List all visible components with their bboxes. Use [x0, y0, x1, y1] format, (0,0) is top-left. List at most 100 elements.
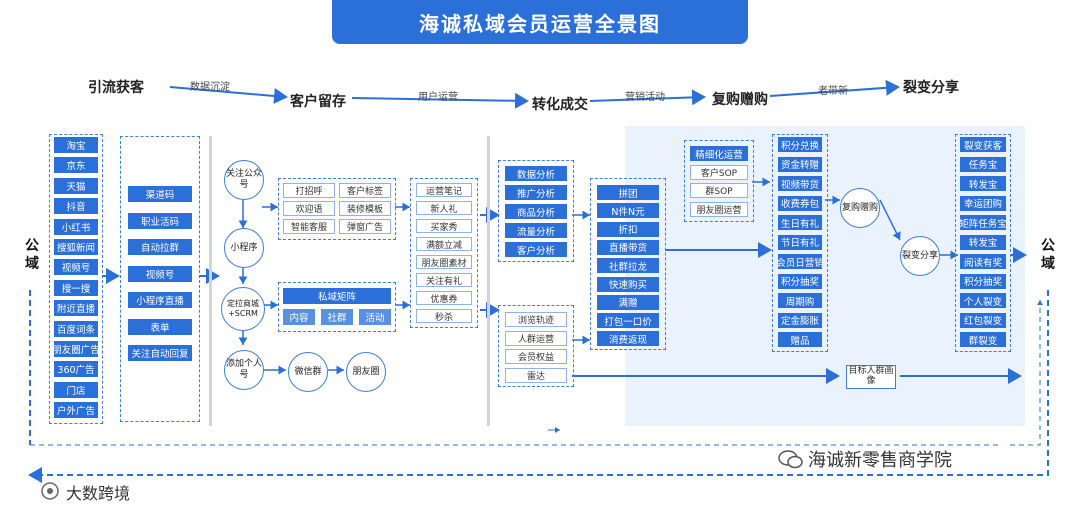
analysis-item: 商品分析: [505, 204, 567, 219]
tool-column: [120, 136, 200, 422]
loyalty-item: 生日有礼: [778, 215, 822, 230]
fission-item: 矩阵任务宝: [959, 215, 1007, 230]
promotion-item: N件N元: [597, 203, 659, 219]
content-item: 买家秀: [416, 219, 472, 233]
content-item: 新人礼: [416, 201, 472, 215]
loyalty-item: 赠品: [778, 332, 822, 347]
insight-item: 人群运营: [505, 330, 567, 346]
public-domain-left: 公域: [25, 238, 39, 272]
channel-item: 天猫: [54, 177, 98, 194]
stage-retention: 客户留存: [290, 94, 346, 110]
footer-watermark: 大数跨境: [66, 484, 131, 503]
content-item: 运营笔记: [416, 183, 472, 197]
fission-item: 阅读有奖: [960, 254, 1006, 269]
insight-item: 雷达: [505, 367, 567, 383]
analysis-item: 数据分析: [505, 166, 567, 181]
node-wechat-group: 微信群: [288, 352, 328, 392]
fission-item: 裂变获客: [960, 137, 1006, 152]
engagement-grid: [278, 178, 396, 240]
fission-item: 群裂变: [960, 332, 1006, 347]
page-title: 海诚私域会员运营全景图: [332, 0, 748, 44]
stage-fission: 裂变分享: [903, 80, 959, 96]
stage-conversion: 转化成交: [532, 97, 588, 113]
analysis-item: 流量分析: [505, 223, 567, 238]
matrix-community: 社群: [321, 309, 353, 325]
transition-label: 数据沉淀: [190, 82, 230, 93]
content-column: [410, 178, 478, 328]
footer-brand: 海诚新零售商学院: [808, 450, 952, 471]
promotion-item: 满赠: [597, 294, 659, 310]
fission-item: 个人裂变: [960, 293, 1006, 308]
node-repurchase: 复购赠购: [840, 188, 880, 228]
promotion-item: 折扣: [597, 221, 659, 237]
engagement-item: 打招呼: [283, 183, 335, 198]
public-domain-right: 公域: [1041, 238, 1055, 272]
promotion-item: 直播带货: [597, 239, 659, 255]
private-matrix: [278, 282, 396, 332]
promotion-item: 打包一口价: [597, 313, 659, 329]
insight-column: [498, 305, 574, 387]
sop-item: 朋友圈运营: [690, 201, 748, 217]
tool-item: 渠道码: [128, 186, 192, 202]
channel-item: 百度词条: [54, 320, 98, 337]
channel-item: 附近直播: [54, 300, 98, 317]
transition-label: 营销活动: [625, 92, 665, 103]
content-item: 秒杀: [416, 309, 472, 323]
node-official-account: 关注公众号: [224, 160, 264, 200]
loyalty-item: 节日有礼: [778, 234, 822, 250]
insight-item: 会员权益: [505, 349, 567, 364]
engagement-item: 弹窗广告: [339, 219, 391, 234]
channel-item: 视频号: [54, 259, 98, 276]
engagement-item: 客户标签: [339, 183, 391, 198]
stage-acquisition: 引流获客: [88, 80, 144, 96]
insight-item: 浏览轨迹: [505, 312, 567, 327]
fission-item: 转发宝: [960, 234, 1006, 250]
channel-item: 门店: [54, 381, 98, 398]
promotion-item: 社群拉龙: [597, 258, 659, 274]
transition-label: 用户运营: [418, 92, 458, 103]
loyalty-item: 收费券包: [778, 195, 822, 211]
divider: [209, 136, 212, 426]
node-moments: 朋友圈: [346, 352, 386, 392]
fission-item: 积分抽奖: [960, 273, 1006, 289]
tool-item: 小程序直播: [128, 292, 192, 308]
channel-item: 搜一搜: [54, 279, 98, 296]
target-persona: 目标人群画像: [846, 365, 896, 389]
node-personal-account: 添加个人号: [224, 350, 264, 390]
node-mall-scrm: 定拉商城+SCRM: [221, 287, 265, 331]
fission-item: 转发宝: [960, 176, 1006, 191]
content-item: 关注有礼: [416, 273, 472, 287]
fission-item: 幸运团购: [960, 195, 1006, 211]
channel-item: 360广告: [54, 361, 98, 378]
channel-item: 户外广告: [54, 402, 98, 419]
fission-column: [955, 134, 1011, 352]
stage-repurchase: 复购赠购: [712, 92, 768, 108]
loyalty-column: [772, 134, 828, 352]
node-mini-program: 小程序: [224, 228, 264, 268]
promotion-item: 快速购买: [597, 276, 659, 292]
node-fission: 裂变分享: [900, 236, 940, 276]
sop-item: 群SOP: [690, 183, 748, 198]
content-item: 满额立减: [416, 237, 472, 251]
private-matrix-title: 私域矩阵: [283, 288, 391, 304]
transition-label: 老带新: [818, 86, 848, 97]
analysis-column: [498, 160, 574, 262]
logo-icon: [40, 481, 62, 501]
content-item: 优惠券: [416, 291, 472, 305]
channel-item: 淘宝: [54, 137, 98, 153]
sop-item: 客户SOP: [690, 164, 748, 180]
content-item: 朋友圈素材: [416, 255, 472, 269]
promotion-item: 消费返现: [597, 331, 659, 347]
analysis-item: 推广分析: [505, 185, 567, 200]
loyalty-item: 资金转赠: [778, 156, 822, 172]
channel-item: 小红书: [54, 218, 98, 235]
tool-item: 关注自动回复: [128, 345, 192, 361]
tool-item: 职业活码: [128, 212, 192, 229]
loyalty-item: 定金膨胀: [778, 312, 822, 328]
wechat-icon: [778, 448, 804, 470]
promotion-item: 拼团: [597, 185, 659, 200]
fission-item: 任务宝: [960, 156, 1006, 172]
engagement-item: 装修模板: [339, 201, 391, 216]
channel-item: 搜狐新闻: [54, 239, 98, 255]
